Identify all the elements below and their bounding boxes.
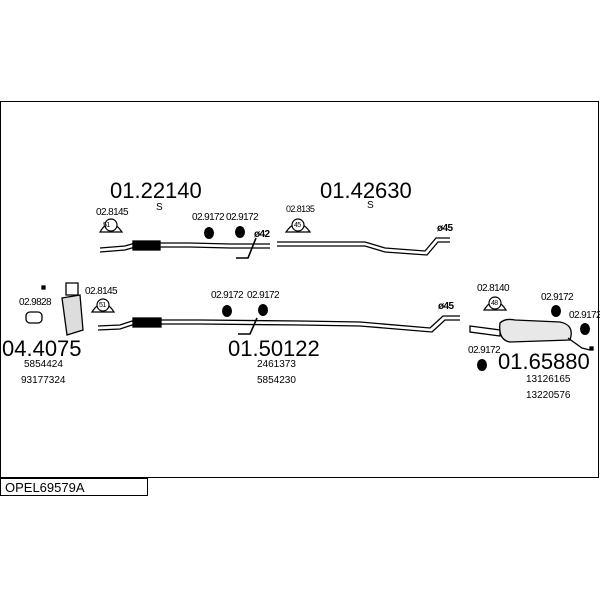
accessory-label: 02.9828 [19,297,52,308]
accessory-label: 02.8140 [477,283,510,294]
accessory-label: 02.9172 [541,292,574,303]
part-number: 01.50122 [228,336,320,361]
diameter-label: ø42 [254,229,270,240]
diagram-title: OPEL69579A [0,478,148,496]
accessory-label: 02.8145 [96,207,129,218]
part-number: 01.65880 [498,349,590,374]
part-suffix: S [156,202,163,213]
clamp-size: 51 [103,222,110,229]
accessory-label: 02.8145 [85,286,118,297]
oe-reference: 2461373 [257,359,296,370]
clamp-size: 45 [294,222,301,229]
diameter-label: ø45 [437,223,453,234]
accessory-label: 02.9172 [468,345,501,356]
accessory-label: 02.9172 [247,290,280,301]
oe-reference: 93177324 [21,375,66,386]
front-pipe-lower [97,315,460,329]
accessory-label: 02.8135 [286,204,315,214]
part-number: 04.4075 [2,336,82,361]
diagram-frame [0,101,599,478]
part-number: 01.22140 [110,178,202,203]
oe-reference: 5854424 [24,359,63,370]
part-suffix: S [367,200,374,211]
accessory-label: 02.9172 [211,290,244,301]
oe-reference: 5854230 [257,375,296,386]
diameter-label: ø45 [438,301,454,312]
accessory-label: 02.9172 [192,212,225,223]
rear-silencer-shape [469,325,501,337]
catalyst-shape [61,294,84,336]
flex-section-lower [132,317,162,328]
clamp-size: 51 [99,302,106,309]
clamp-size: 48 [491,300,498,307]
flex-section [132,240,161,251]
accessory-label: 02.9172 [226,212,259,223]
accessory-label: 02.9172 [569,310,600,321]
front-pipe-upper [99,242,270,249]
part-number: 01.42630 [320,178,412,203]
oe-reference: 13220576 [526,390,571,401]
oe-reference: 13126165 [526,374,571,385]
center-pipe-upper [277,237,450,252]
